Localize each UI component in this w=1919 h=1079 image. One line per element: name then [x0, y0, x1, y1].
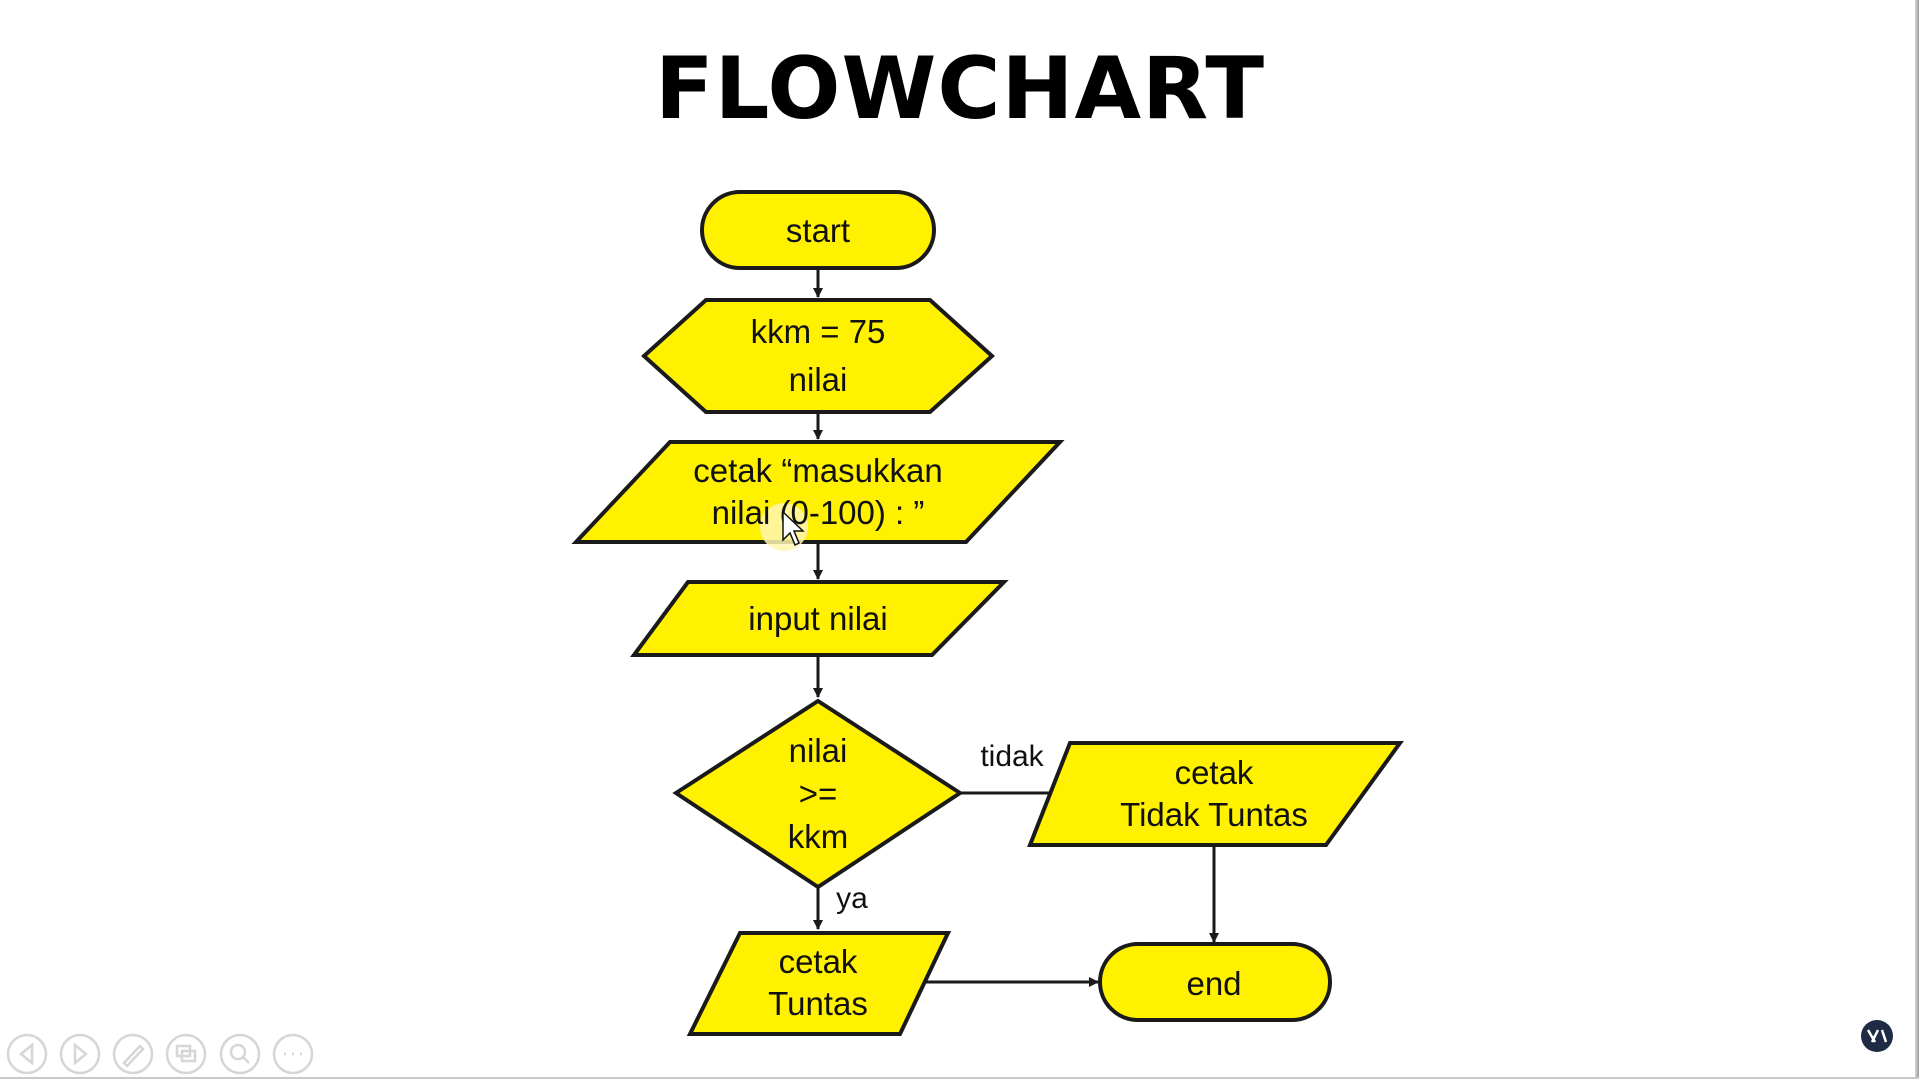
node-start: start: [700, 190, 936, 270]
previous-icon[interactable]: [6, 1033, 48, 1075]
node-end-label: end: [1186, 965, 1241, 1002]
node-fail: cetak Tidak Tuntas: [1027, 741, 1404, 847]
node-decision-line-3: kkm: [788, 818, 849, 855]
node-prompt-line-2: nilai (0-100) : ”: [712, 494, 925, 531]
node-decision: nilai >= kkm: [672, 698, 964, 890]
node-input-label: input nilai: [748, 600, 887, 637]
zoom-icon[interactable]: [219, 1033, 261, 1075]
node-prompt: cetak “masukkan nilai (0-100) : ”: [571, 440, 1065, 551]
page-title: FLOWCHART: [655, 39, 1265, 139]
node-decision-line-2: >=: [799, 775, 838, 812]
node-pass-line-2: Tuntas: [768, 985, 868, 1022]
node-input: input nilai: [630, 580, 1009, 657]
mouse-pointer-icon: [782, 510, 805, 547]
pen-icon[interactable]: [112, 1033, 154, 1075]
edge-label-ya: ya: [836, 882, 868, 915]
next-icon[interactable]: [59, 1033, 101, 1075]
node-start-label: start: [786, 212, 850, 249]
logo-icon: [1861, 1020, 1893, 1052]
node-pass: cetak Tuntas: [686, 931, 952, 1036]
slideshow-controls: [6, 1033, 314, 1075]
slides-icon[interactable]: [165, 1033, 207, 1075]
node-init: kkm = 75 nilai: [641, 298, 995, 414]
more-icon[interactable]: [272, 1033, 314, 1075]
node-fail-line-2: Tidak Tuntas: [1120, 796, 1308, 833]
node-prompt-line-1: cetak “masukkan: [693, 452, 942, 489]
node-fail-line-1: cetak: [1175, 754, 1254, 791]
node-init-line-1: kkm = 75: [751, 313, 886, 350]
node-init-line-2: nilai: [789, 361, 848, 398]
edge-label-tidak: tidak: [980, 740, 1044, 773]
window-edge: [1915, 0, 1919, 1079]
window-bottom-edge: [0, 1077, 1919, 1079]
node-pass-line-1: cetak: [779, 943, 858, 980]
node-decision-line-1: nilai: [789, 732, 848, 769]
node-end: end: [1098, 942, 1332, 1022]
connectors: tidak ya: [813, 267, 1219, 987]
